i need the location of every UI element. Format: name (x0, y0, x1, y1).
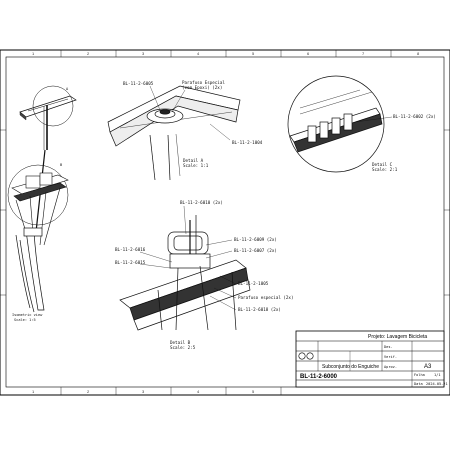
zone-bottom-5: 5 (252, 389, 255, 394)
detail-a-part2: Parafuso Especial (182, 80, 225, 85)
detail-c: BL-11-2-6002 (2x) Detail C Scale: 2:1 (287, 75, 436, 173)
tb-approved-label: Aprov. (384, 365, 397, 369)
detail-c-caption: Detail C (372, 162, 393, 167)
detail-b-part7: Parafuso especial (2x) (238, 295, 293, 300)
detail-b-part4: BL-11-2-6007 (2x) (234, 248, 277, 253)
detail-b-part6: BL-11-2-1005 (238, 281, 269, 286)
tb-date: 2024-05-21 (426, 382, 448, 386)
detail-a-marker (32, 85, 74, 127)
zone-bottom-3: 3 (142, 389, 145, 394)
company-logo (298, 352, 314, 360)
tb-sheet-num-label: Folha (414, 373, 425, 377)
detail-c-scale: Scale: 2:1 (372, 167, 398, 172)
zone-labels-top: 1 2 3 4 5 6 7 8 (32, 51, 420, 56)
isometric-view: A B Isometric view Scale: 1:5 (7, 85, 77, 322)
detail-b-part5: BL-11-2-6015 (115, 260, 146, 265)
tb-date-label: Data (414, 382, 423, 386)
isometric-scale: Scale: 1:5 (14, 318, 36, 322)
title-block: Projeto: Lavagem Bicicleta Des. Verif. A… (295, 330, 448, 388)
zone-labels-bottom: 1 2 3 4 5 6 7 8 (32, 389, 255, 394)
tb-project: Projeto: Lavagem Bicicleta (368, 334, 427, 340)
tb-designer-label: Des. (384, 345, 393, 349)
detail-b-scale: Scale: 2:5 (170, 345, 196, 350)
detail-a-part1: BL-11-2-6005 (123, 81, 154, 86)
zone-top-7: 7 (362, 51, 365, 56)
tb-sheet-num: 1/1 (434, 373, 441, 377)
detail-b: BL-11-2-6010 (2x) BL-11-2-6009 (2x) BL-1… (115, 200, 293, 350)
tb-checked-label: Verif. (384, 355, 397, 359)
zone-top-3: 3 (142, 51, 145, 56)
tb-code: BL-11-2-6000 (300, 374, 338, 380)
zone-top-8: 8 (417, 51, 420, 56)
zone-top-1: 1 (32, 51, 35, 56)
detail-c-part: BL-11-2-6002 (2x) (393, 114, 436, 119)
zone-top-4: 4 (197, 51, 200, 56)
detail-a: BL-11-2-6005 Parafuso Especial (com Epox… (107, 80, 263, 181)
zone-bottom-2: 2 (87, 389, 90, 394)
detail-b-part1: BL-11-2-6010 (2x) (180, 200, 223, 205)
zone-top-6: 6 (307, 51, 310, 56)
tb-title: Subconjunto do Enguiche (322, 364, 379, 370)
detail-a-part2b: (com Epoxi) (2x) (182, 85, 222, 90)
detail-b-part8: BL-11-2-6018 (2x) (238, 307, 281, 312)
zone-ticks-side (0, 129, 450, 296)
zone-bottom-1: 1 (32, 389, 35, 394)
zone-top-2: 2 (87, 51, 90, 56)
isometric-caption: Isometric view (12, 313, 43, 317)
zone-top-5: 5 (252, 51, 255, 56)
detail-b-part3: BL-11-2-6016 (115, 247, 146, 252)
detail-a-scale: Scale: 1:1 (183, 163, 209, 168)
detail-b-caption: Detail B (170, 340, 191, 345)
detail-a-part3: BL-11-2-1004 (232, 140, 263, 145)
zone-ticks-top (60, 50, 392, 57)
blade (15, 227, 45, 313)
detail-a-caption: Detail A (183, 158, 204, 163)
zone-bottom-4: 4 (197, 389, 200, 394)
zone-ticks-bottom (60, 387, 282, 395)
detail-b-marker (7, 164, 69, 226)
detail-b-part2: BL-11-2-6009 (2x) (234, 237, 277, 242)
tb-sheet-size: A3 (424, 364, 432, 370)
mark-b-label: B (60, 163, 62, 167)
sheet-inner-frame (5, 56, 445, 388)
mark-a-label: A (66, 87, 69, 91)
